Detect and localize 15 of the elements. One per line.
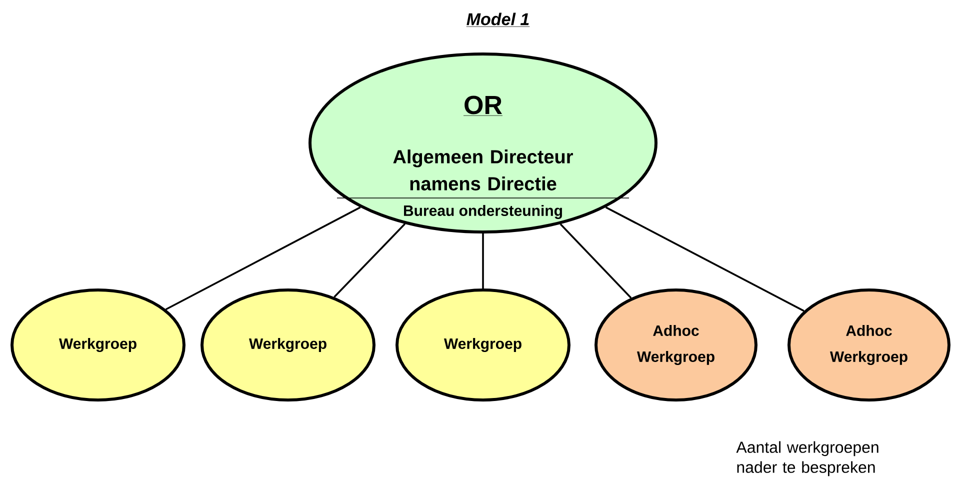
node-text: Werkgroep [59, 338, 136, 352]
heading: OR [463, 96, 503, 116]
connector-line [482, 234, 484, 288]
connector-line [166, 206, 361, 310]
node-text: Werkgroep [444, 338, 522, 352]
subtext: Bureau ondersteuning [404, 204, 562, 220]
node-text: Adhoc Werkgroep [636, 324, 714, 366]
node-text: Adhoc Werkgroep [830, 324, 908, 366]
node-text: Werkgroep [248, 338, 326, 352]
title: Model 1 [466, 12, 530, 27]
connector-line [334, 223, 406, 298]
note: Aantal werkgroepen nader te bespreken [736, 441, 878, 476]
connector-line [605, 206, 804, 312]
connector-line [560, 223, 632, 299]
body-text: Algemeen Directeur namens Directie [393, 150, 573, 190]
